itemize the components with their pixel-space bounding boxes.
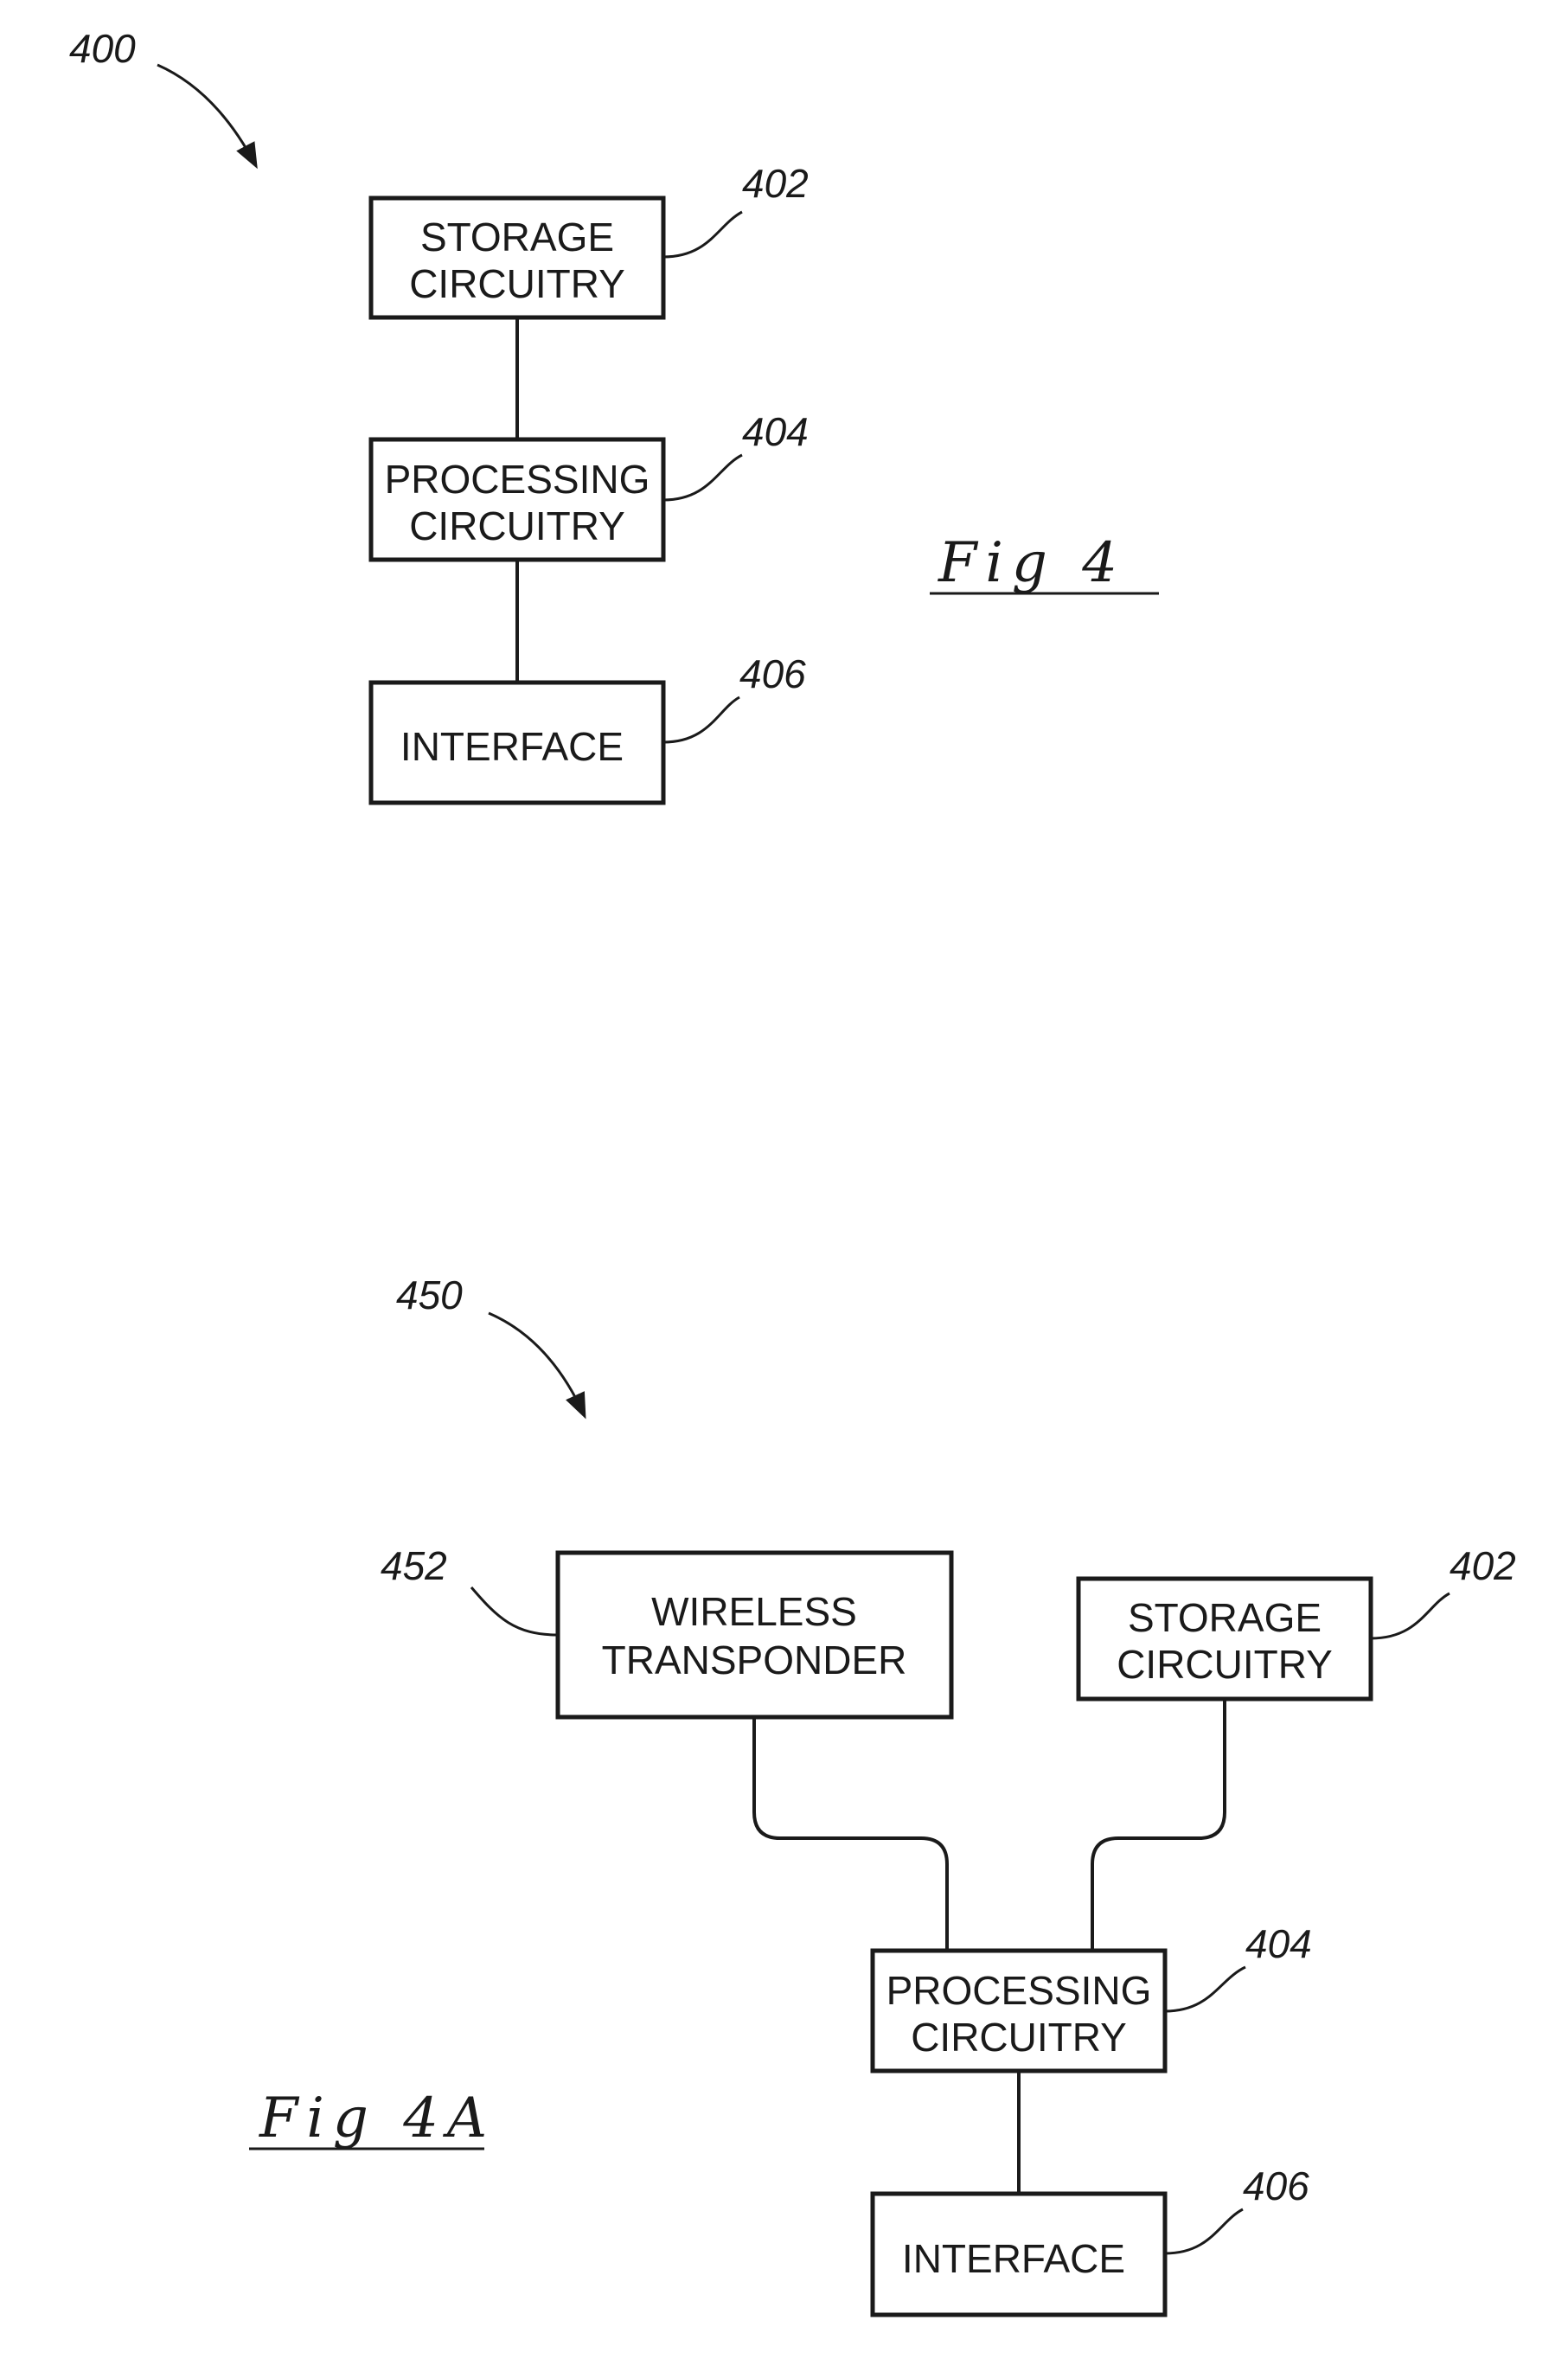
- fig4-processing-block: PROCESSING CIRCUITRY: [368, 437, 666, 562]
- fig4-processing-line2: CIRCUITRY: [409, 503, 625, 548]
- fig4a-interface-line1: INTERFACE: [902, 2236, 1125, 2281]
- fig4a-processing-leader: [1164, 1965, 1246, 2013]
- fig4a-storage-leader: [1370, 1592, 1450, 1640]
- fig4-processing-ref: 404: [742, 409, 809, 454]
- fig4a-wireless-ref: 452: [381, 1543, 447, 1588]
- fig4a-wireless-line1: WIRELESS: [651, 1589, 857, 1634]
- fig4-storage-ref: 402: [742, 161, 809, 206]
- fig4-ref-label: 400: [69, 26, 136, 71]
- fig4-processing-box: [368, 437, 666, 562]
- fig4-storage-leader: [662, 210, 743, 259]
- fig4a-wireless-leader: [470, 1586, 559, 1637]
- fig4a-processing-line1: PROCESSING: [886, 1968, 1152, 2013]
- fig4-processing-line1: PROCESSING: [385, 457, 650, 502]
- fig4a-interface-leader: [1164, 2208, 1244, 2255]
- fig4a-wireless-processing-link: [752, 1717, 949, 1951]
- fig4a-storage-line2: CIRCUITRY: [1117, 1642, 1333, 1687]
- fig4a-storage-processing-link: [1091, 1699, 1226, 1951]
- fig4-caption-text: Fig 4: [938, 531, 1126, 595]
- fig4-storage-block: STORAGE CIRCUITRY: [368, 195, 666, 320]
- fig4a-interface-box: [870, 2191, 1168, 2317]
- fig4a-caption: Fig 4A: [249, 2086, 496, 2150]
- fig4a-interface-block: INTERFACE: [870, 2191, 1168, 2317]
- fig4-storage-line2: CIRCUITRY: [409, 261, 625, 306]
- fig4-interface-block: INTERFACE: [368, 680, 666, 805]
- fig4a-processing-block: PROCESSING CIRCUITRY: [870, 1948, 1168, 2073]
- fig4-storage-box: [368, 195, 666, 320]
- figure-4: 400 STORAGE CIRCUITRY 402 PROCESSING CIR…: [69, 26, 1159, 805]
- fig4-interface-leader: [662, 695, 740, 744]
- fig4a-processing-line2: CIRCUITRY: [911, 2015, 1127, 2060]
- fig4-ref-arrow: [157, 63, 258, 170]
- fig4a-wireless-box: [555, 1550, 954, 1720]
- fig4a-caption-text: Fig 4A: [259, 2086, 496, 2150]
- figure-4a: 450 WIRELESS TRANSPONDER 452 STORAGE CIR…: [249, 1272, 1516, 2317]
- fig4a-ref-label: 450: [396, 1272, 463, 1317]
- fig4-storage-line1: STORAGE: [420, 215, 614, 260]
- fig4-caption: Fig 4: [930, 531, 1159, 595]
- fig4a-wireless-line2: TRANSPONDER: [602, 1638, 907, 1682]
- fig4a-wireless-block: WIRELESS TRANSPONDER: [555, 1550, 954, 1720]
- fig4-interface-box: [368, 680, 666, 805]
- fig4-interface-ref: 406: [739, 651, 806, 696]
- fig4a-ref-arrow: [488, 1311, 586, 1420]
- fig4a-processing-ref: 404: [1245, 1921, 1312, 1966]
- fig4a-storage-ref: 402: [1450, 1543, 1516, 1588]
- fig4-interface-line1: INTERFACE: [400, 724, 624, 769]
- fig4-processing-leader: [662, 453, 743, 502]
- fig4a-storage-line1: STORAGE: [1128, 1595, 1322, 1640]
- fig4a-interface-ref: 406: [1243, 2163, 1309, 2208]
- fig4a-storage-block: STORAGE CIRCUITRY: [1076, 1576, 1373, 1702]
